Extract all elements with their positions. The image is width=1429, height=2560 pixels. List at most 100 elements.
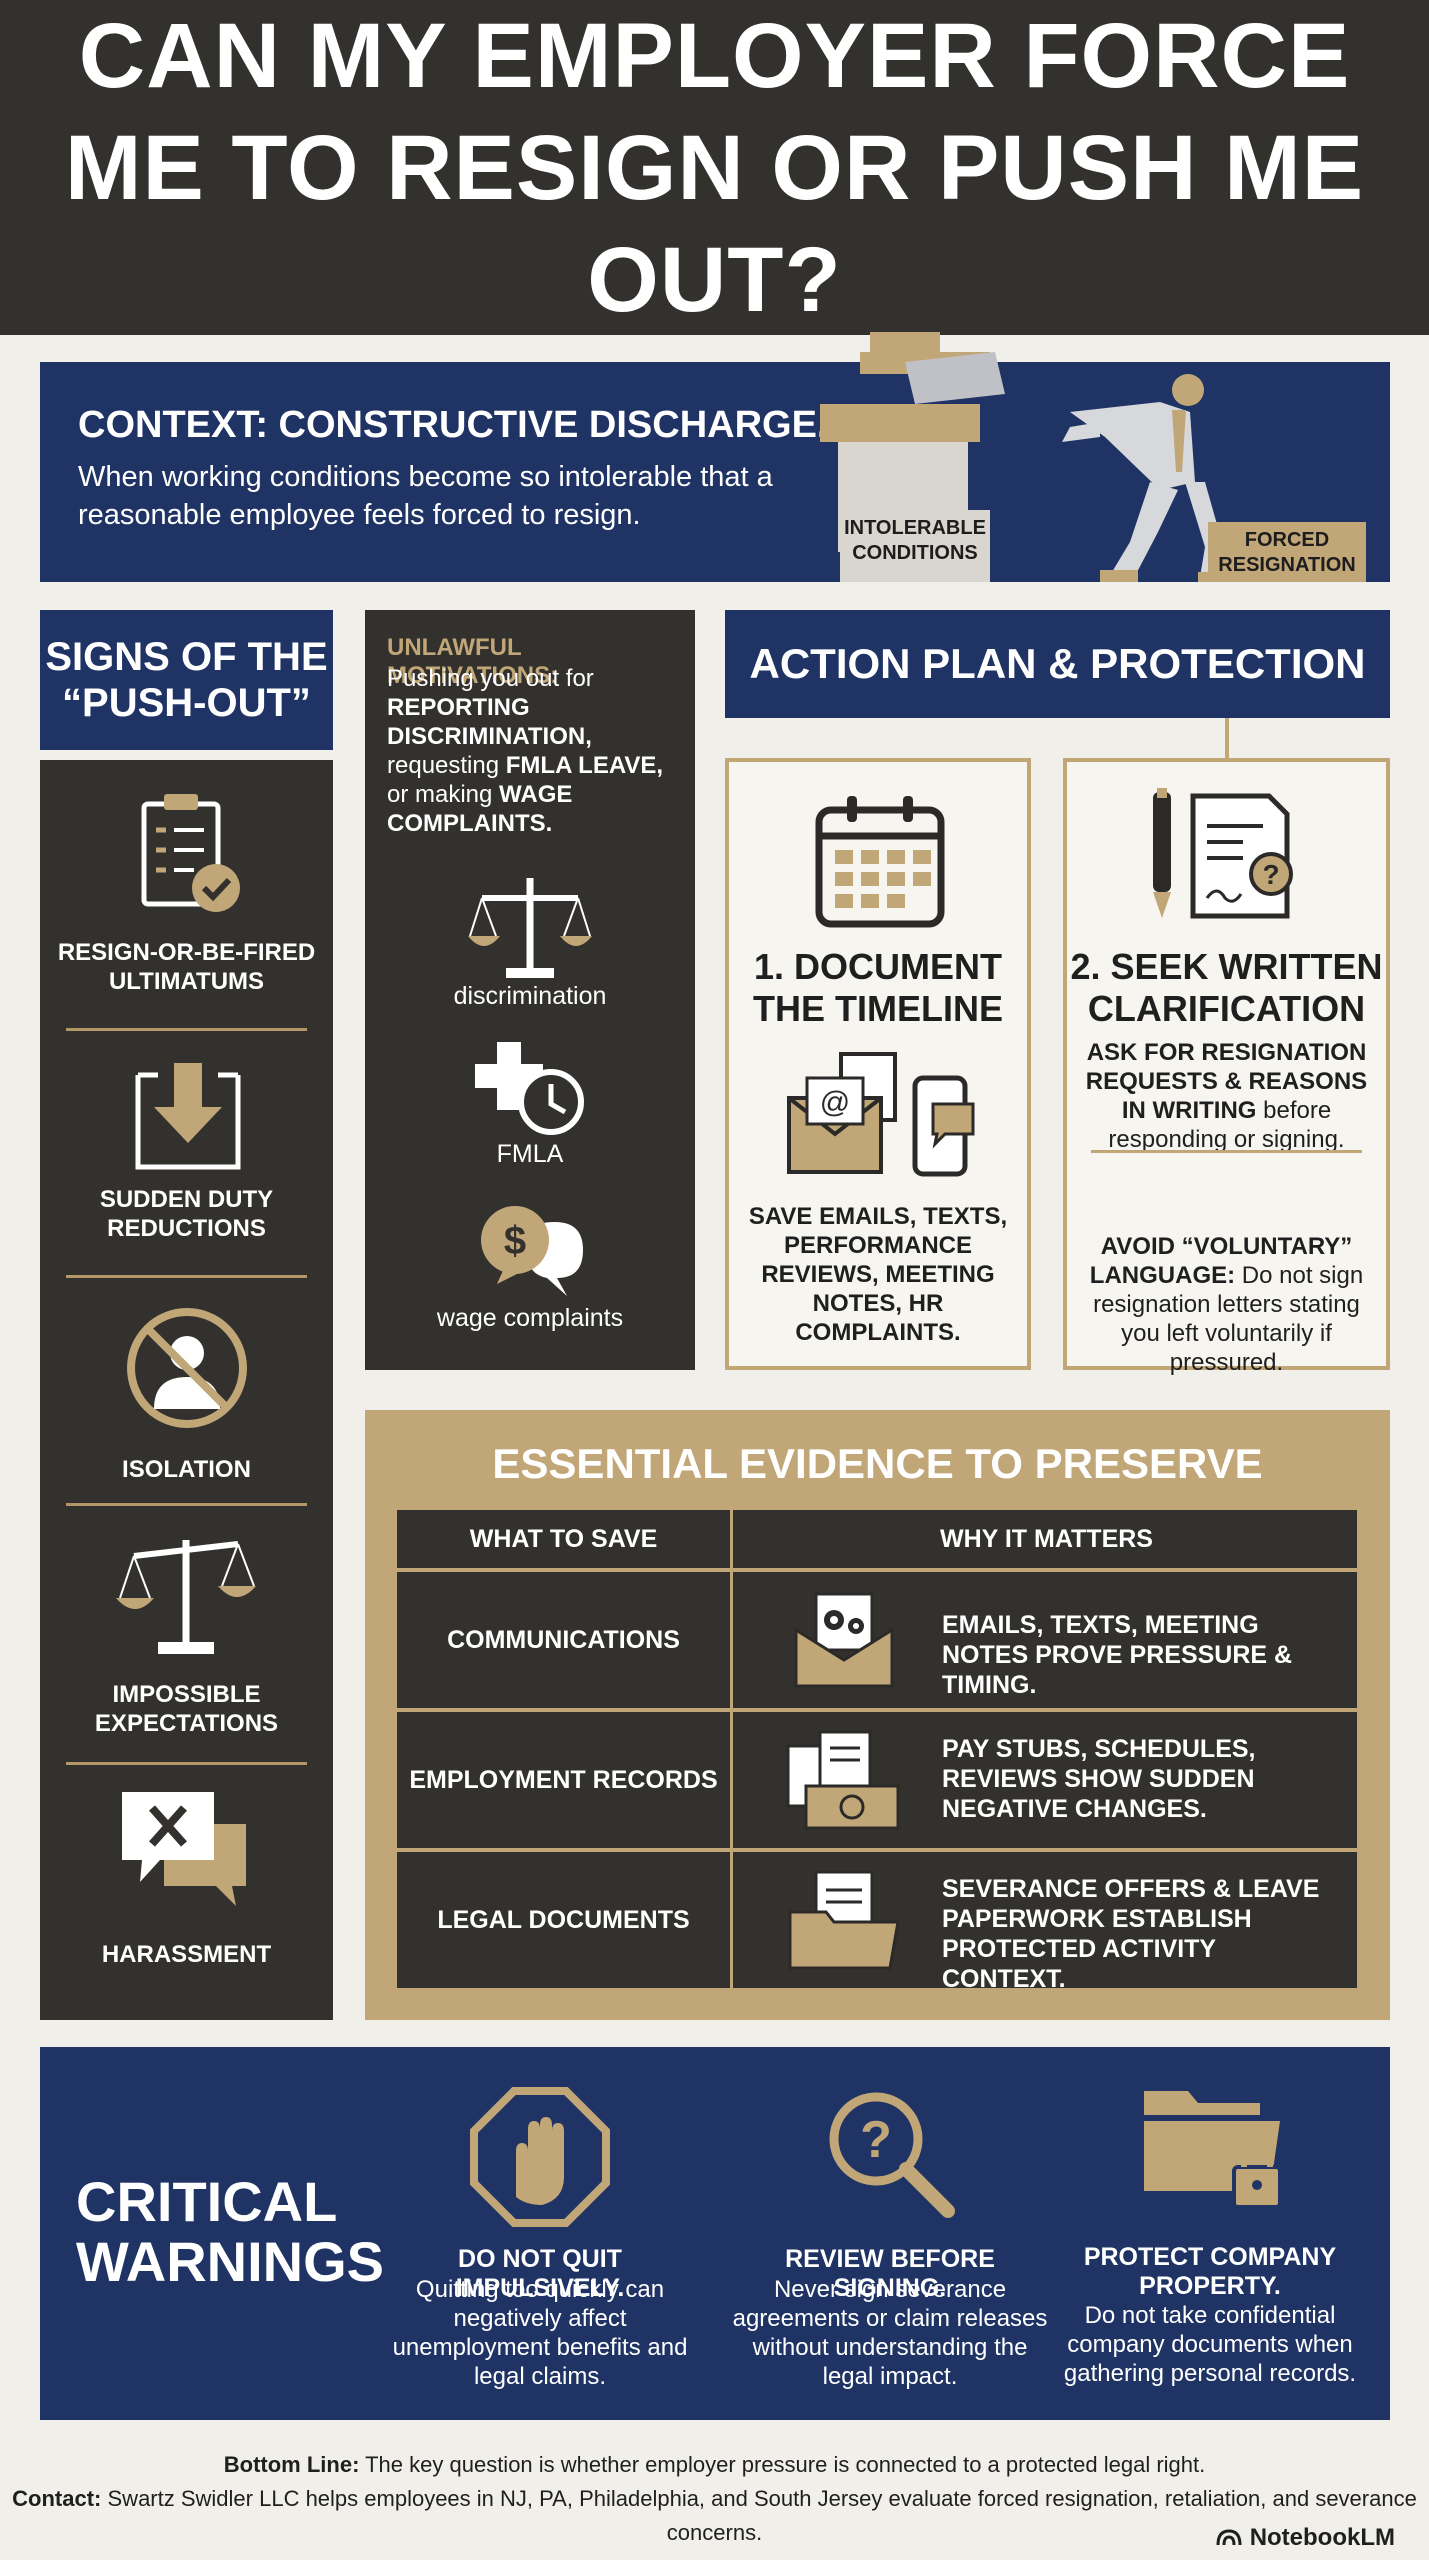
row-what: LEGAL DOCUMENTS [397, 1852, 733, 1988]
pushing-person-illustration [820, 332, 1232, 582]
divider [1091, 1150, 1362, 1153]
warnings-title: CRITICAL WARNINGS [76, 2170, 384, 2293]
sign-label: SUDDEN DUTY REDUCTIONS [99, 1186, 274, 1242]
divider [66, 1762, 307, 1765]
row-what: EMPLOYMENT RECORDS [397, 1712, 733, 1848]
row-why-cell: PAY STUBS, SCHEDULES, REVIEWS SHOW SUDDE… [736, 1712, 1357, 1848]
critical-warnings-panel: CRITICAL WARNINGS DO NOT QUIT IMPULSIVEL… [40, 2047, 1390, 2420]
unlawful-item-discrimination: discrimination [365, 872, 695, 1010]
row-why: EMAILS, TEXTS, MEETING NOTES PROVE PRESS… [942, 1611, 1293, 1699]
header: CAN MY EMPLOYER FORCE ME TO RESIGN OR PU… [0, 0, 1429, 335]
contact-label: Contact: [12, 2486, 102, 2511]
svg-text:$: $ [504, 1219, 526, 1263]
card-text: SAVE EMAILS, TEXTS, PERFORMANCE REVIEWS,… [748, 1203, 1008, 1346]
sign-label: IMPOSSIBLE EXPECTATIONS [94, 1681, 279, 1737]
unlawful-item-wage: $ wage complaints [365, 1202, 695, 1332]
row-why-cell: SEVERANCE OFFERS & LEAVE PAPERWORK ESTAB… [736, 1852, 1357, 1993]
warning-title: REVIEW BEFORE SIGNING. [785, 2245, 995, 2302]
text-part-bold: REPORTING DISCRIMINATION, [387, 694, 592, 750]
contact-text: Swartz Swidler LLC helps employees in NJ… [101, 2486, 1417, 2545]
table-header-row: WHAT TO SAVE WHY IT MATTERS [397, 1510, 1357, 1568]
email-phone-icon: @ [787, 1052, 975, 1177]
records-money-icon [786, 1730, 900, 1830]
medical-clock-icon [475, 1042, 584, 1135]
unbalanced-scale-icon [116, 1540, 256, 1654]
unlawful-caption: wage complaints [436, 1304, 624, 1332]
warning-text: Never sign severance agreements or claim… [732, 2276, 1048, 2390]
text-part: Do not sign resignation letters stating … [1093, 1262, 1364, 1376]
notebooklm-brand: NotebookLM [1216, 2524, 1395, 2552]
envelope-gears-icon [794, 1592, 894, 1688]
text-part: Pushing you out for [387, 665, 594, 692]
evidence-panel: ESSENTIAL EVIDENCE TO PRESERVE WHAT TO S… [365, 1410, 1390, 2020]
folder-document-icon [788, 1870, 900, 1970]
warning-title: PROTECT COMPANY PROPERTY. [1083, 2243, 1337, 2300]
sign-item-isolation: ISOLATION [40, 1305, 333, 1505]
card-text-ask: ASK FOR RESIGNATION REQUESTS & REASONS I… [1077, 1038, 1376, 1154]
sign-item-impossible-expectations: IMPOSSIBLE EXPECTATIONS [40, 1530, 333, 1750]
unlawful-text: Pushing you out for REPORTING DISCRIMINA… [387, 664, 683, 838]
signs-column: RESIGN-OR-BE-FIRED ULTIMATUMS SUDDEN DUT… [40, 760, 333, 2020]
unlawful-caption: FMLA [496, 1140, 564, 1168]
sign-label: HARASSMENT [101, 1941, 272, 1968]
contact-line: Contact: Swartz Swidler LLC helps employ… [0, 2482, 1429, 2550]
divider [66, 1503, 307, 1506]
context-text: When working conditions become so intole… [78, 461, 773, 531]
warning-title: DO NOT QUIT IMPULSIVELY. [455, 2245, 625, 2302]
svg-text:@: @ [820, 1086, 850, 1119]
table-row: LEGAL DOCUMENTS SEVERANCE OFFERS & LEAVE… [397, 1852, 1357, 1993]
sign-item-ultimatums: RESIGN-OR-BE-FIRED ULTIMATUMS [40, 790, 333, 1010]
down-arrow-box-icon [135, 1063, 241, 1170]
svg-text:?: ? [860, 2111, 892, 2169]
action-plan-title: ACTION PLAN & PROTECTION [749, 640, 1366, 687]
warning-text: Quitting too quickly can negatively affe… [392, 2276, 688, 2390]
unlawful-item-fmla: FMLA [365, 1040, 695, 1170]
magnifier-question-icon: ? [829, 2092, 955, 2218]
svg-text:?: ? [1262, 859, 1279, 890]
unlawful-title: UNLAWFUL MOTIVATIONS: [387, 634, 559, 689]
card-text-avoid: AVOID “VOLUNTARY” LANGUAGE: Do not sign … [1077, 1232, 1376, 1377]
text-part: requesting [387, 752, 506, 779]
bottom-line: Bottom Line: The key question is whether… [0, 2448, 1429, 2482]
signs-title: SIGNS OF THE “PUSH-OUT” [45, 635, 328, 725]
text-part-bold: FMLA LEAVE, [505, 752, 664, 779]
connector-line [1225, 718, 1229, 758]
sign-item-duty-reductions: SUDDEN DUTY REDUCTIONS [40, 1055, 333, 1265]
card-title: 2. SEEK WRITTEN CLARIFICATION [1070, 946, 1383, 1029]
text-part-bold: AVOID “VOLUNTARY” LANGUAGE: [1089, 1233, 1353, 1289]
card-title: 1. DOCUMENT THE TIMELINE [753, 946, 1003, 1029]
person-crossed-icon [127, 1308, 247, 1428]
row-why: PAY STUBS, SCHEDULES, REVIEWS SHOW SUDDE… [942, 1735, 1256, 1823]
row-why: SEVERANCE OFFERS & LEAVE PAPERWORK ESTAB… [942, 1875, 1320, 1993]
action-card-document-timeline: 1. DOCUMENT THE TIMELINE @ SAVE EMAILS, … [725, 758, 1031, 1370]
stop-hand-icon [470, 2087, 610, 2227]
sign-item-harassment: HARASSMENT [40, 1790, 333, 1990]
sign-label: ISOLATION [122, 1456, 251, 1483]
row-why-cell: EMAILS, TEXTS, MEETING NOTES PROVE PRESS… [736, 1572, 1357, 1708]
text-part: before responding or signing. [1108, 1097, 1345, 1153]
table-row: EMPLOYMENT RECORDS PAY STUBS, SCHEDULES,… [397, 1712, 1357, 1848]
row-what: COMMUNICATIONS [397, 1572, 733, 1708]
intolerable-conditions-label: INTOLERABLE CONDITIONS [840, 510, 990, 582]
text-part: or making [387, 781, 500, 808]
bottom-line-label: Bottom Line: [223, 2452, 360, 2477]
forced-resignation-label: FORCED RESIGNATION [1208, 522, 1366, 582]
action-plan-header: ACTION PLAN & PROTECTION [725, 610, 1390, 718]
pen-document-icon: ? [1153, 788, 1293, 919]
evidence-title: ESSENTIAL EVIDENCE TO PRESERVE [492, 1440, 1263, 1487]
dollar-speech-icon: $ [481, 1206, 583, 1296]
divider [66, 1028, 307, 1031]
brand-name: NotebookLM [1249, 2524, 1395, 2551]
signs-header: SIGNS OF THE “PUSH-OUT” [40, 610, 333, 750]
context-title: CONTEXT: CONSTRUCTIVE DISCHARGE. [78, 404, 828, 446]
column-header-why: WHY IT MATTERS [940, 1524, 1153, 1553]
context-panel: CONTEXT: CONSTRUCTIVE DISCHARGE. When wo… [40, 332, 1390, 582]
table-row: COMMUNICATIONS EMAILS, TEXTS, MEETING NO… [397, 1572, 1357, 1708]
footer: Bottom Line: The key question is whether… [0, 2448, 1429, 2550]
unlawful-caption: discrimination [453, 982, 607, 1010]
bottom-line-text: The key question is whether employer pre… [359, 2452, 1206, 2477]
divider [66, 1275, 307, 1278]
action-card-written-clarification: ? 2. SEEK WRITTEN CLARIFICATION ASK FOR … [1063, 758, 1390, 1376]
folder-lock-icon [1144, 2091, 1282, 2209]
notebooklm-logo-icon [1216, 2529, 1242, 2546]
